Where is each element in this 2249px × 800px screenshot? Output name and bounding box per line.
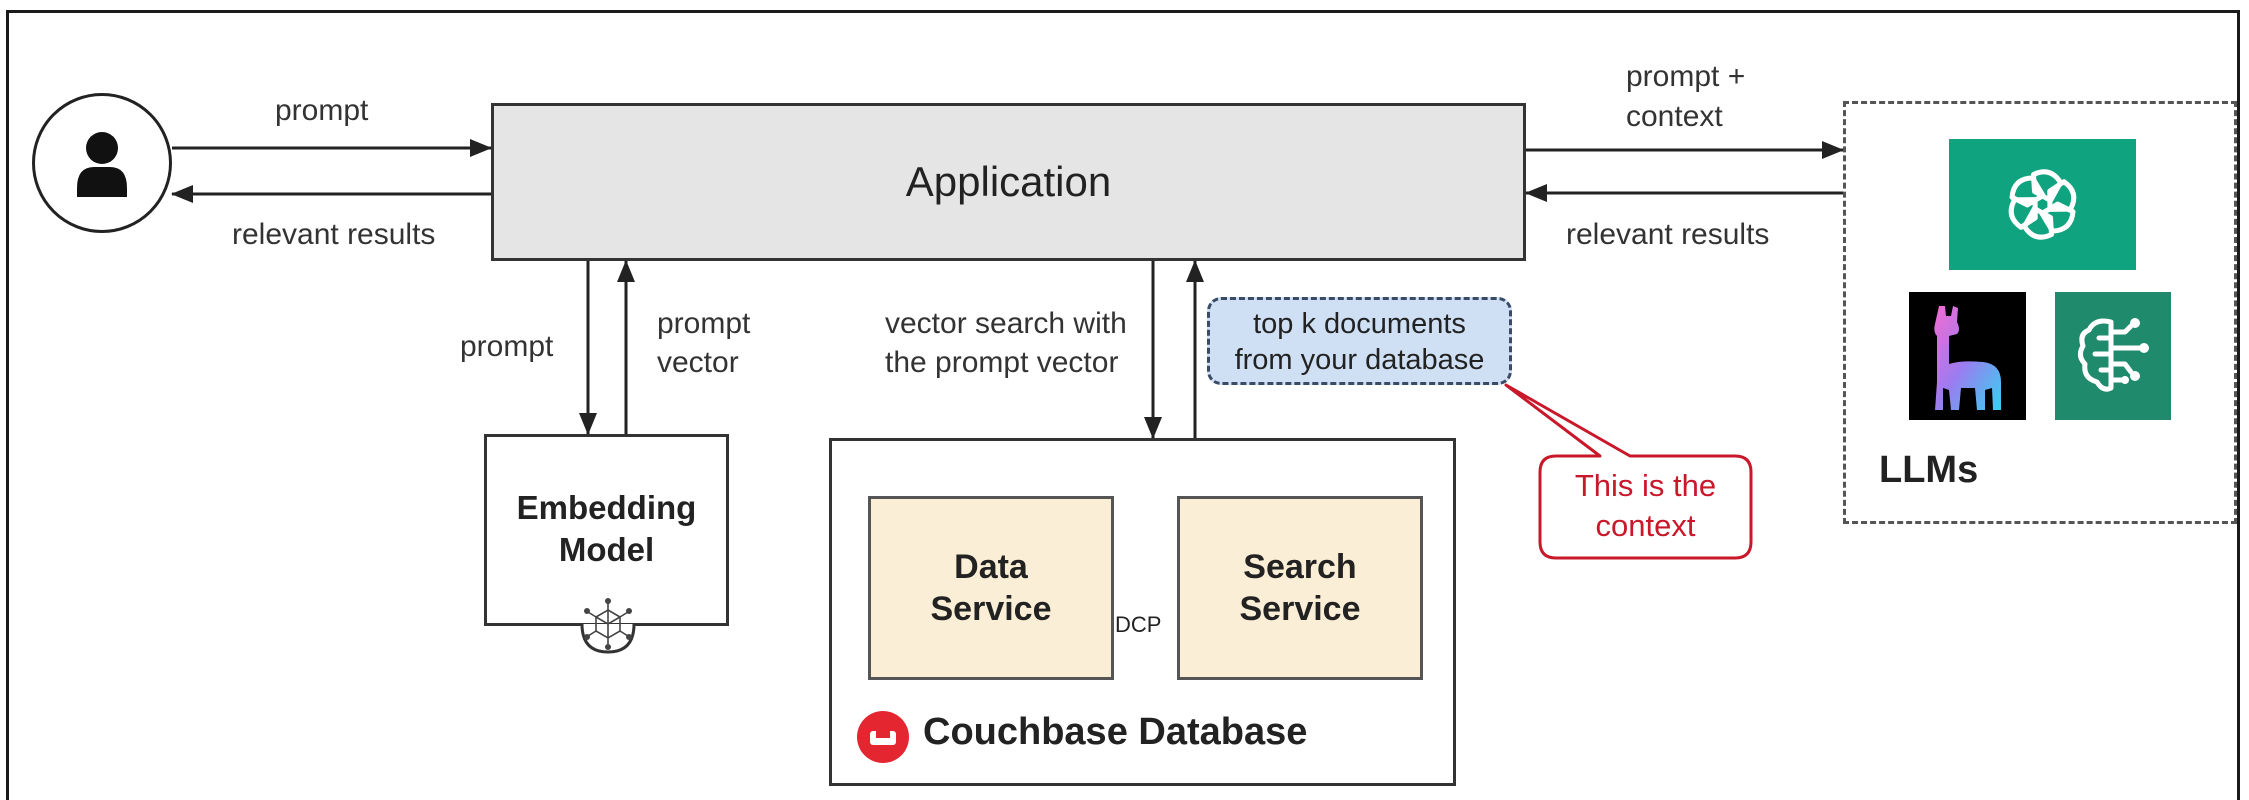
couchbase-logo-icon bbox=[857, 711, 909, 763]
openai-logo-icon bbox=[1949, 139, 2136, 270]
context-callout-line2: context bbox=[1595, 508, 1696, 543]
search-service-line1: Search bbox=[1243, 548, 1357, 586]
embedding-model-title: Embedding Model bbox=[487, 487, 726, 571]
couchbase-database-box: Data Service Search Service Couchbase Da… bbox=[829, 438, 1456, 786]
label-app-to-user: relevant results bbox=[232, 218, 436, 251]
top-k-line1: top k documents bbox=[1253, 308, 1466, 340]
label-embedding-to-app-1: prompt bbox=[657, 307, 751, 340]
label-llm-to-app: relevant results bbox=[1566, 218, 1770, 251]
label-app-to-embedding: prompt bbox=[460, 330, 554, 363]
label-app-to-llm-1: prompt + bbox=[1626, 60, 1746, 93]
label-embedding-to-app-2: vector bbox=[657, 346, 739, 379]
ai-brain-logo-icon bbox=[2055, 292, 2171, 420]
dcp-label: DCP bbox=[1115, 612, 1162, 637]
couchbase-database-label: Couchbase Database bbox=[923, 711, 1308, 753]
label-app-to-db-2: the prompt vector bbox=[885, 346, 1119, 379]
data-service-box: Data Service bbox=[868, 496, 1114, 680]
embedding-model-line2: Model bbox=[558, 531, 655, 568]
user-icon bbox=[77, 132, 127, 197]
llama-logo-icon bbox=[1909, 292, 2026, 420]
llms-label: LLMs bbox=[1879, 449, 1979, 491]
label-app-to-llm-2: context bbox=[1626, 100, 1723, 133]
user-node bbox=[32, 93, 172, 233]
outer-frame bbox=[6, 10, 2240, 800]
context-callout: This is the context bbox=[1540, 456, 1751, 558]
search-service-box: Search Service bbox=[1177, 496, 1423, 680]
embedding-graph-icon bbox=[568, 598, 648, 654]
search-service-line2: Service bbox=[1239, 590, 1361, 628]
llms-box: LLMs bbox=[1843, 101, 2237, 524]
label-app-to-db-1: vector search with bbox=[885, 307, 1127, 340]
context-callout-line1: This is the bbox=[1574, 468, 1717, 503]
embedding-model-box: Embedding Model bbox=[484, 434, 729, 626]
data-service-line2: Service bbox=[930, 590, 1052, 628]
context-callout-bubble bbox=[1504, 383, 1753, 560]
top-k-documents-note: top k documents from your database bbox=[1207, 297, 1512, 385]
application-title: Application bbox=[905, 158, 1112, 205]
data-service-line1: Data bbox=[954, 548, 1028, 586]
label-user-to-app: prompt bbox=[275, 94, 369, 127]
embedding-model-line1: Embedding bbox=[516, 489, 697, 526]
top-k-line2: from your database bbox=[1234, 344, 1485, 376]
application-box: Application bbox=[491, 103, 1526, 261]
